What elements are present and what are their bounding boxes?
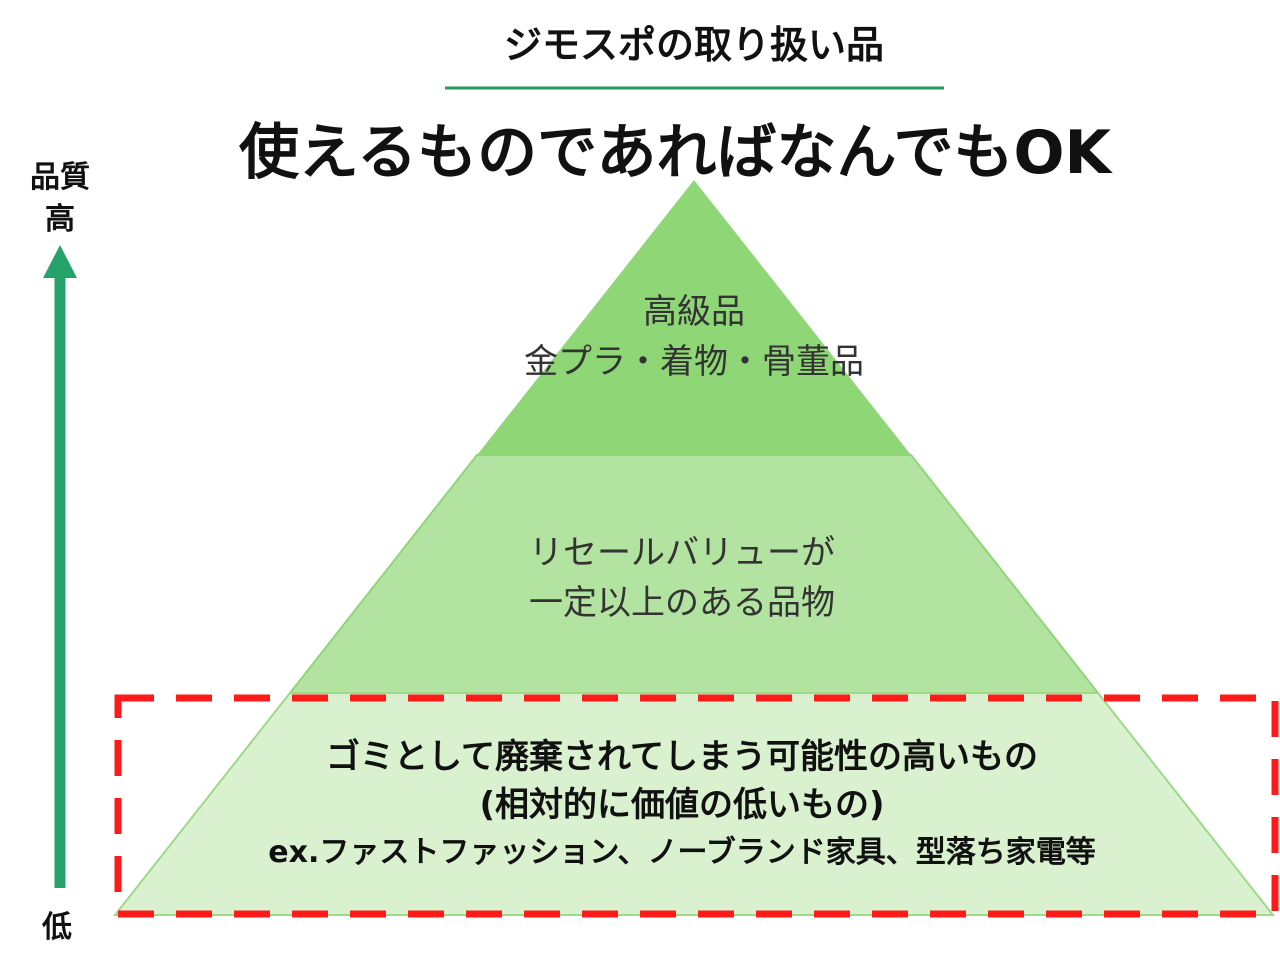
page-title: ジモスポの取り扱い品 [503,23,884,67]
page-subtitle: 使えるものであればなんでもOK [238,118,1112,188]
tier-middle-line: 一定以上のある品物 [529,583,835,623]
tier-top-text: 高級品 金プラ・着物・骨董品 [0,287,1280,387]
tier-bottom-line: (相対的に価値の低いもの) [479,785,885,825]
tier-bottom-text: ゴミとして廃棄されてしまう可能性の高いもの (相対的に価値の低いもの) ex.フ… [0,733,1280,877]
arrow-up-icon [43,245,77,278]
axis-label: 品質 [30,160,90,195]
tier-middle-line: リセールバリューが [529,533,835,573]
axis-low-label: 低 [42,910,72,945]
axis-high-label: 高 [45,202,75,237]
tier-bottom-line: ゴミとして廃棄されてしまう可能性の高いもの [326,737,1038,777]
tier-top-line: 金プラ・着物・骨董品 [524,342,864,382]
tier-top [477,180,911,455]
tier-bottom-examples: ex.ファストファッション、ノーブランド家具、型落ち家電等 [268,835,1096,870]
tier-bottom [112,692,1276,916]
tier-top-line: 高級品 [643,292,745,332]
tier-middle-text: リセールバリューが 一定以上のある品物 [0,528,1280,628]
highlight-dashed-box [114,694,1279,918]
